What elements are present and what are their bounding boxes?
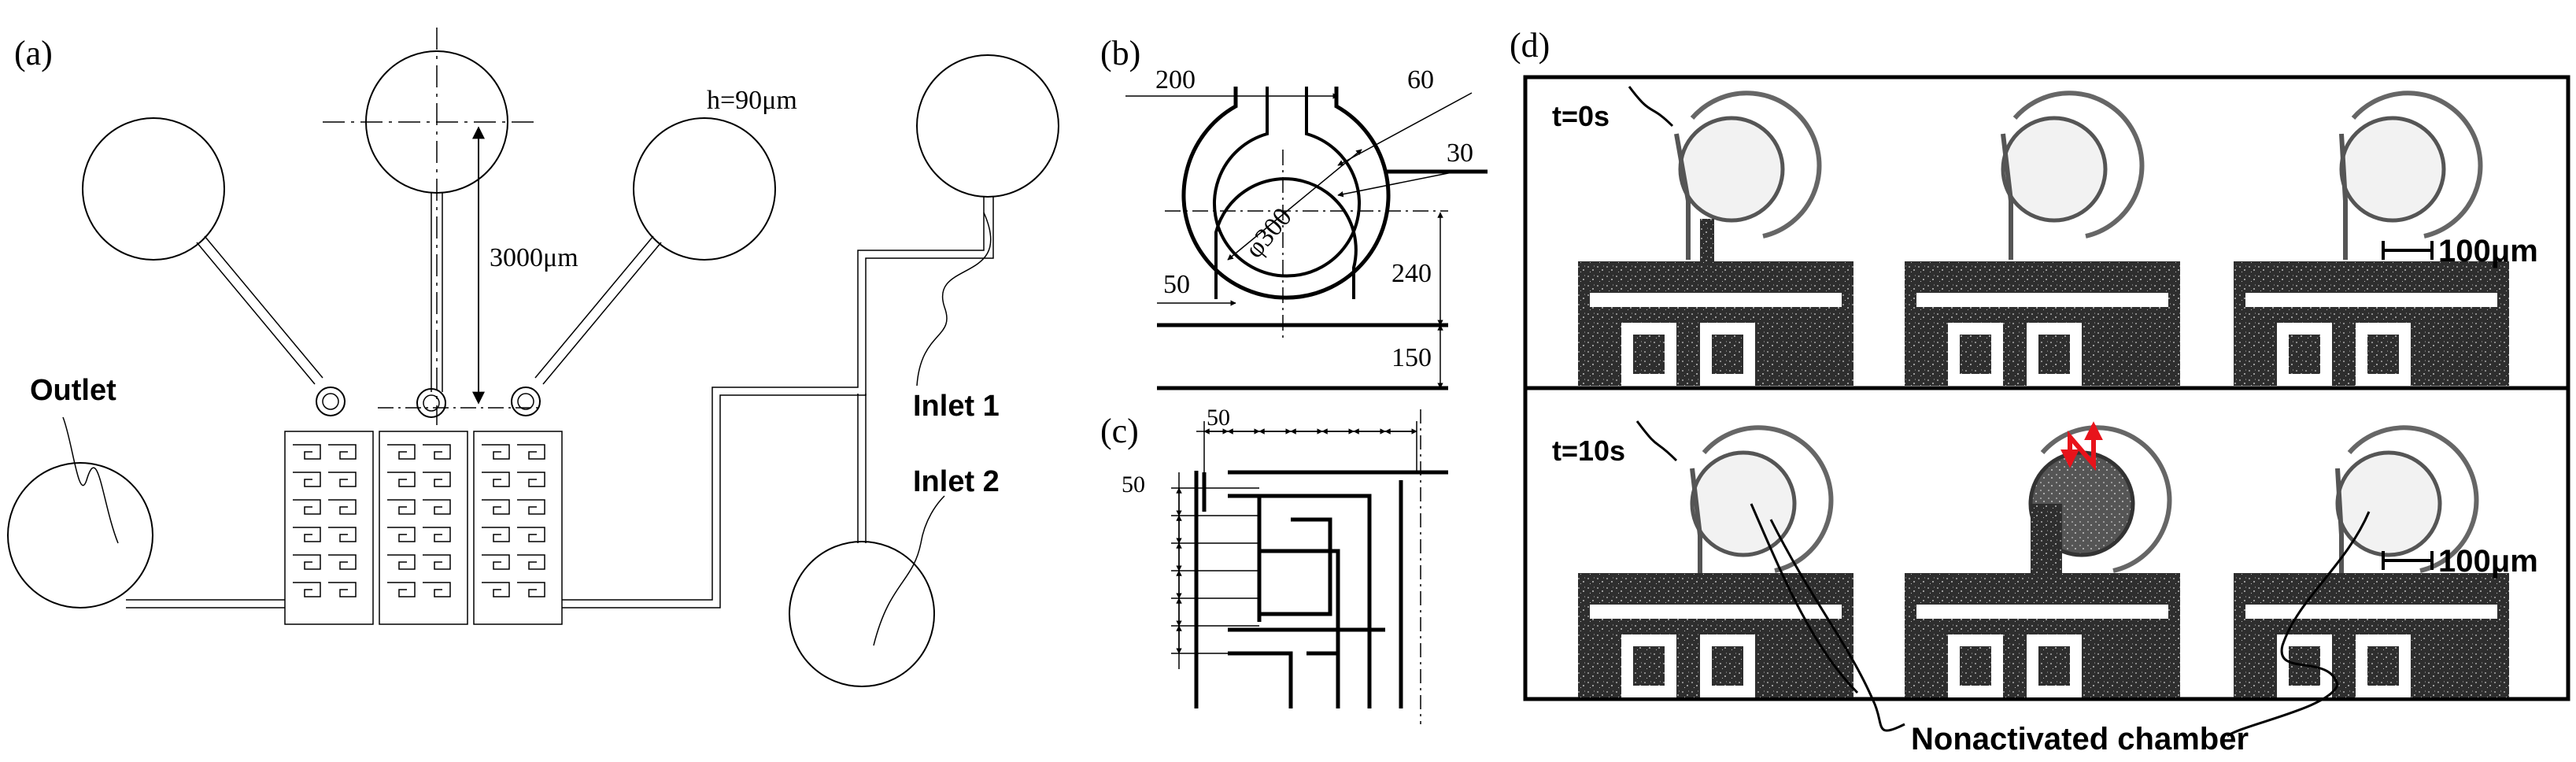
panel-a-label: (a) [14,34,53,72]
outlet-pointer [62,416,119,544]
scale-label-bottom: 100μm [2438,544,2538,579]
top-row-units [1578,91,2509,386]
meander-outer [1194,470,1448,708]
t10-pointer [1635,420,1678,462]
trap-center [416,388,446,418]
t0-pointer [1628,86,1674,128]
time-label-bottom: t=10s [1552,435,1625,467]
dim-60: 60 [1407,65,1434,94]
panel-c-label: (c) [1100,412,1139,450]
panel-b: (b) 200 60 30 φ300 50 240 150 [1100,34,1488,390]
dim-50-top: 50 [1207,405,1230,431]
right-chamber [633,117,776,261]
scale-label-top: 100μm [2438,234,2538,268]
dim-240: 240 [1391,259,1432,288]
trap-inner-wall [1213,87,1361,278]
dim-arrows-top [1196,421,1417,472]
inlet1-chamber [916,54,1059,198]
trap-outer-wall [1181,87,1391,300]
panel-d: (d) [1510,26,2570,756]
outlet-channel [126,599,285,608]
dim-30: 30 [1447,139,1473,168]
dim-150: 150 [1391,343,1432,372]
dim-200: 200 [1155,65,1196,94]
dim-300-line [1227,149,1362,261]
trap-center-inner [423,394,440,412]
bottom-row-units [1578,421,2509,697]
inlet1-label: Inlet 1 [913,390,1000,423]
outlet-label: Outlet [30,374,116,407]
panel-c: (c) [1100,405,1448,724]
left-chamber-channel [196,235,323,385]
meander-inner [1228,480,1403,708]
spacing-label: 3000μm [490,243,578,272]
trap-left-inner [322,393,339,410]
panel-d-label: (d) [1510,26,1550,65]
flow-arrow-red [2060,421,2103,472]
inlet2-label: Inlet 2 [913,465,1000,498]
dim-50-left: 50 [1122,472,1145,498]
inlet2-pointer [873,495,945,646]
serpentine-blocks [284,431,563,625]
trap-right-inner [517,393,534,410]
time-label-top: t=0s [1552,100,1610,132]
annotation-line-left [1769,519,1905,732]
height-label: h=90μm [707,86,797,115]
dim-arrows-left [1171,472,1259,669]
inlet2-chamber [789,541,935,687]
nonactivated-chamber-label: Nonactivated chamber [1911,722,2249,756]
trap-right [511,387,541,416]
outlet-chamber [7,462,153,608]
left-chamber [82,117,225,261]
annotation-line-right [2227,511,2371,738]
dim-50-b: 50 [1163,270,1190,299]
trap-left [316,387,346,416]
panel-b-label: (b) [1100,34,1140,72]
right-chamber-channel [534,235,662,385]
trap-chamber-wall [1214,177,1358,299]
top-chamber-channel [431,193,443,392]
dim-300: φ300 [1240,202,1298,264]
panel-a: (a) 3000μm h=90μm [7,28,1059,687]
annotation-line-left2 [1750,503,1859,694]
inlet1-pointer [916,212,992,387]
inlet2-branch [857,394,867,543]
